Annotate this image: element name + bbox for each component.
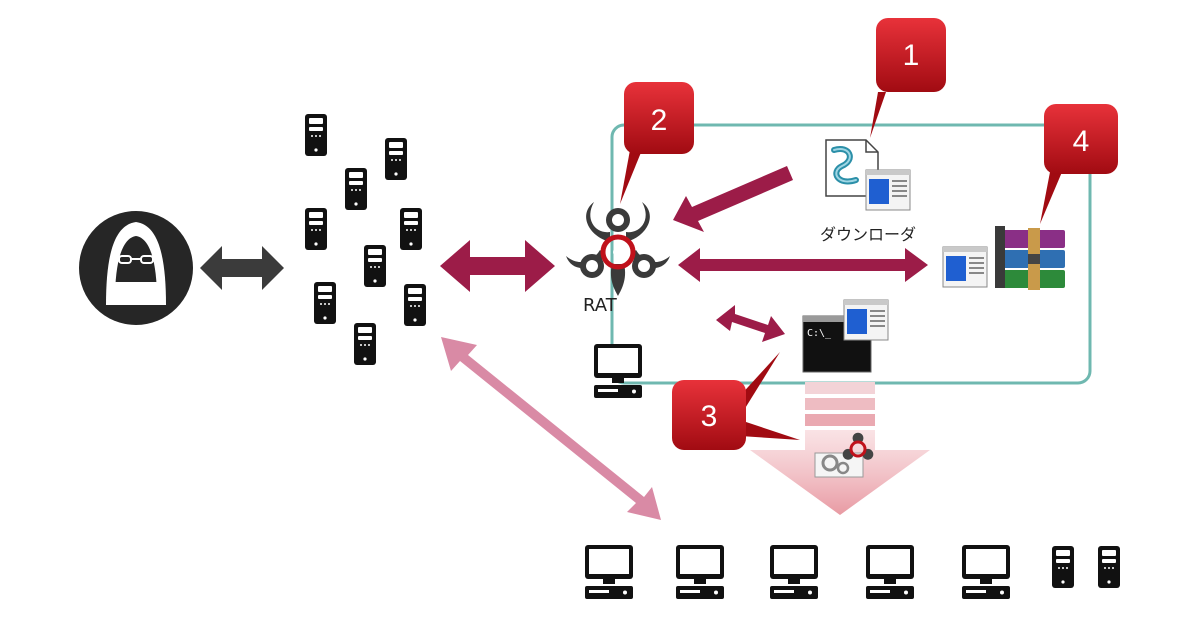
server-rat-arrow (440, 240, 555, 292)
spread-down-arrow (750, 382, 930, 515)
desktop-computer-icon (585, 545, 633, 599)
console-prompt-text: C:\_ (807, 328, 832, 339)
server-tower-icon (364, 245, 386, 287)
server-tower-icon (354, 323, 376, 365)
desktop-computer-icon (962, 545, 1010, 599)
downloader-rat-arrow (673, 166, 793, 232)
callout-4-number: 4 (1073, 125, 1090, 158)
server-tower-icon (305, 114, 327, 156)
hooded-hacker-icon (79, 211, 193, 325)
callout-1: 1 (870, 18, 946, 138)
archive-window-icon (942, 246, 988, 288)
console-window-icon (843, 299, 889, 341)
server-tower-icon (1098, 546, 1120, 588)
victim-network (585, 545, 1120, 599)
server-tower-icon (1052, 546, 1074, 588)
callout-3-number: 3 (701, 400, 718, 433)
c2-server-cluster (305, 114, 426, 365)
callout-2-number: 2 (651, 104, 668, 137)
desktop-computer-icon (676, 545, 724, 599)
server-tower-icon (345, 168, 367, 210)
spread-malware-badge (814, 432, 874, 478)
callout-4: 4 (1040, 104, 1118, 224)
downloader-label: ダウンローダ (820, 225, 916, 244)
callout-1-number: 1 (903, 39, 920, 72)
desktop-computer-icon (866, 545, 914, 599)
desktop-computer-icon (770, 545, 818, 599)
biohazard-icon (566, 202, 670, 296)
server-tower-icon (314, 282, 336, 324)
server-tower-icon (400, 208, 422, 250)
callout-2: 2 (620, 82, 694, 204)
downloader-window-icon (865, 169, 911, 211)
script-document-icon (825, 139, 879, 197)
rat-label: RAT (583, 295, 618, 316)
desktop-computer-icon (594, 344, 642, 398)
server-tower-icon (305, 208, 327, 250)
rat-console-arrow (716, 305, 785, 342)
server-tower-icon (404, 284, 426, 326)
attacker-server-arrow (200, 246, 284, 290)
winrar-archive-icon (995, 226, 1065, 290)
callout-3: 3 (672, 352, 800, 450)
server-network-arrow (441, 337, 661, 520)
rat-archive-arrow (678, 248, 928, 282)
server-tower-icon (385, 138, 407, 180)
